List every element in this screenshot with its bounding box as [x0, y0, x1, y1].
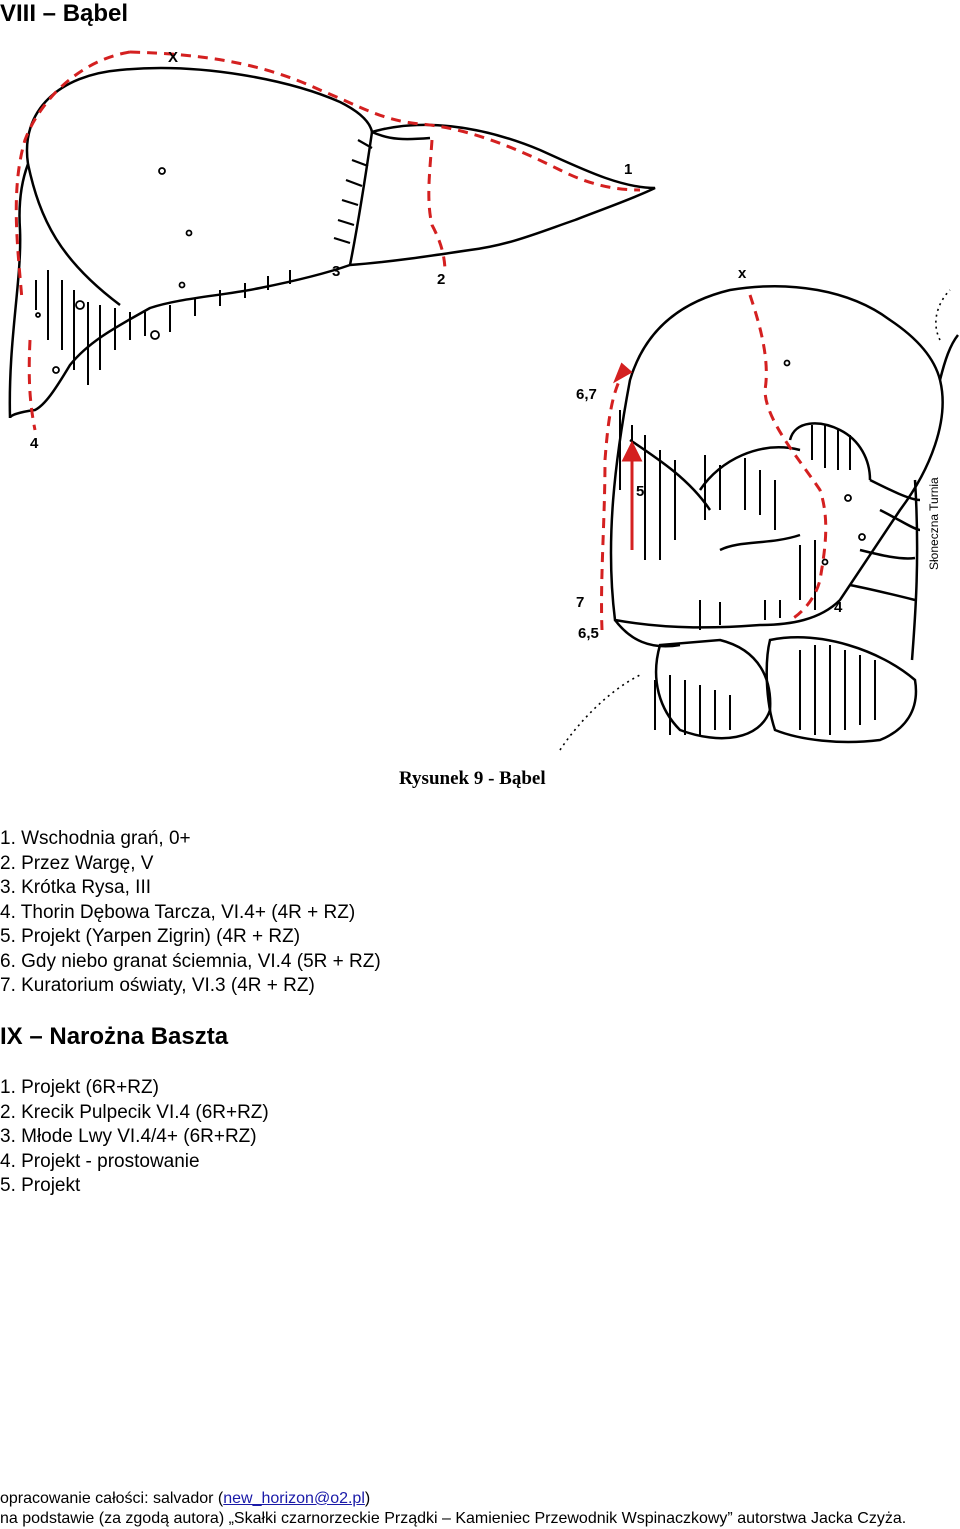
section-title-narozna-baszta: IX – Narożna Baszta [0, 1023, 229, 1050]
label-3-left: 3 [332, 263, 340, 280]
label-x-right: x [738, 265, 747, 282]
route-item: 2. Przez Wargę, V [0, 852, 154, 874]
right-routes [600, 294, 828, 631]
topo-drawing: X 1 2 3 4 [8, 49, 959, 751]
label-7-right: 7 [576, 594, 584, 611]
route-item: 1. Projekt (6R+RZ) [0, 1077, 159, 1098]
label-x-left: X [168, 49, 178, 66]
route-item: 1. Wschodnia grań, 0+ [0, 828, 191, 849]
label-sloneczna-turnia: Słoneczna Turnia [927, 477, 941, 570]
route-item: 3. Młode Lwy VI.4/4+ (6R+RZ) [0, 1126, 257, 1147]
route-item: 7. Kuratorium oświaty, VI.3 (4R + RZ) [0, 975, 315, 996]
route-item: 3. Krótka Rysa, III [0, 877, 151, 898]
label-2-left: 2 [437, 271, 445, 288]
figure-caption: Rysunek 9 - Bąbel [399, 768, 546, 789]
route3-crack [333, 139, 373, 245]
route-item: 5. Projekt [0, 1175, 81, 1196]
route-item: 4. Projekt - prostowanie [0, 1150, 200, 1172]
path-dotted [559, 289, 951, 751]
route-item: 6. Gdy niebo granat ściemnia, VI.4 (5R +… [0, 950, 381, 972]
label-67-right: 6,7 [576, 386, 597, 403]
route-item: 4. Thorin Dębowa Tarcza, VI.4+ (4R + RZ) [0, 901, 356, 923]
route5-arrow [613, 362, 643, 550]
label-65-right: 6,5 [578, 625, 599, 642]
left-rock-holes [35, 167, 193, 374]
right-rock [609, 285, 959, 744]
label-4-right: 4 [834, 599, 843, 616]
footer-source: na podstawie (za zgodą autora) „Skałki c… [0, 1510, 907, 1527]
route-item: 2. Krecik Pulpecik VI.4 (6R+RZ) [0, 1101, 269, 1123]
author-email-link[interactable]: new_horizon@o2.pl [223, 1490, 365, 1507]
left-rock [8, 66, 656, 419]
footer-prefix: opracowanie całości: salvador ( [0, 1490, 224, 1507]
label-4-left: 4 [30, 435, 39, 452]
route-list-babel: 1. Wschodnia grań, 0+ 2. Przez Wargę, V … [0, 827, 381, 999]
route-item: 5. Projekt (Yarpen Zigrin) (4R + RZ) [0, 926, 301, 947]
label-1-left: 1 [624, 161, 632, 178]
section-title-babel: VIII – Bąbel [0, 0, 129, 27]
left-routes [14, 50, 641, 431]
right-rock-holes [783, 359, 866, 566]
footer-suffix: ) [364, 1490, 371, 1507]
left-rock-hatching [35, 270, 291, 385]
label-5-right: 5 [636, 483, 644, 500]
route-list-narozna-baszta: 1. Projekt (6R+RZ) 2. Krecik Pulpecik VI… [0, 1076, 269, 1199]
footer-credits: opracowanie całości: salvador (new_horiz… [0, 1490, 370, 1508]
